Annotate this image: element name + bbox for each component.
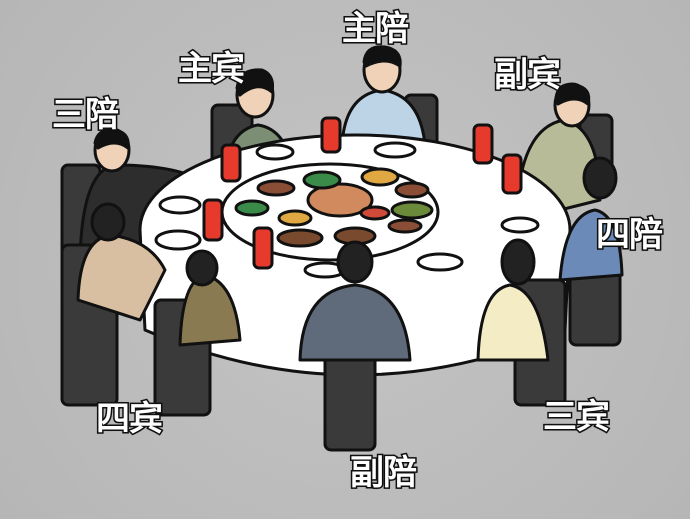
bottle-icon	[202, 116, 523, 270]
seat-label-zhubin: 主宾	[177, 49, 247, 89]
seat-label-zhupei: 主陪	[341, 9, 411, 49]
seat-label-sipei: 四陪	[595, 215, 665, 255]
seat-label-sanpei: 三陪	[51, 95, 121, 135]
seat-label-sanbin: 三宾	[542, 397, 612, 437]
seat-label-fupei: 副陪	[349, 453, 419, 493]
seat-label-fubin: 副宾	[493, 55, 563, 95]
seat-label-sibin: 四宾	[95, 399, 165, 439]
